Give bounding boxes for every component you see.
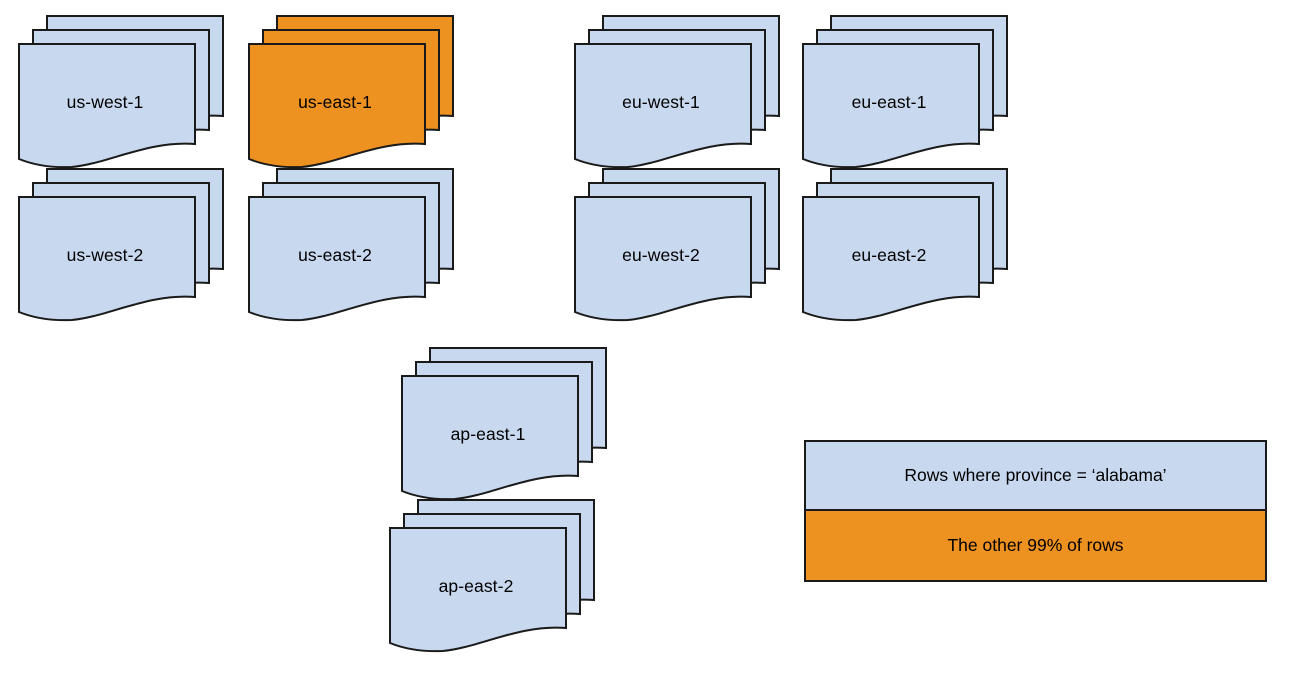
document-sheet — [248, 43, 426, 169]
document-stack-us-west-2[interactable]: us-west-2 — [17, 167, 224, 327]
document-sheet — [18, 43, 196, 169]
document-stack-us-west-1[interactable]: us-west-1 — [17, 14, 224, 174]
document-stack-eu-west-2[interactable]: eu-west-2 — [573, 167, 780, 327]
document-stack-eu-west-1[interactable]: eu-west-1 — [573, 14, 780, 174]
document-stack-us-east-1[interactable]: us-east-1 — [247, 14, 454, 174]
legend-row-other: The other 99% of rows — [806, 511, 1265, 580]
document-sheet — [802, 196, 980, 322]
document-stack-ap-east-2[interactable]: ap-east-2 — [388, 498, 595, 658]
document-stack-eu-east-2[interactable]: eu-east-2 — [801, 167, 1008, 327]
document-sheet — [802, 43, 980, 169]
legend-label-other: The other 99% of rows — [947, 535, 1124, 555]
document-sheet — [389, 527, 567, 653]
legend: Rows where province = ‘alabama’ The othe… — [804, 440, 1267, 582]
document-sheet — [18, 196, 196, 322]
document-stack-ap-east-1[interactable]: ap-east-1 — [400, 346, 607, 506]
document-sheet — [248, 196, 426, 322]
document-stack-eu-east-1[interactable]: eu-east-1 — [801, 14, 1008, 174]
document-sheet — [574, 43, 752, 169]
document-stack-us-east-2[interactable]: us-east-2 — [247, 167, 454, 327]
legend-row-alabama: Rows where province = ‘alabama’ — [806, 442, 1265, 511]
legend-label-alabama: Rows where province = ‘alabama’ — [904, 465, 1167, 485]
document-sheet — [401, 375, 579, 501]
document-sheet — [574, 196, 752, 322]
